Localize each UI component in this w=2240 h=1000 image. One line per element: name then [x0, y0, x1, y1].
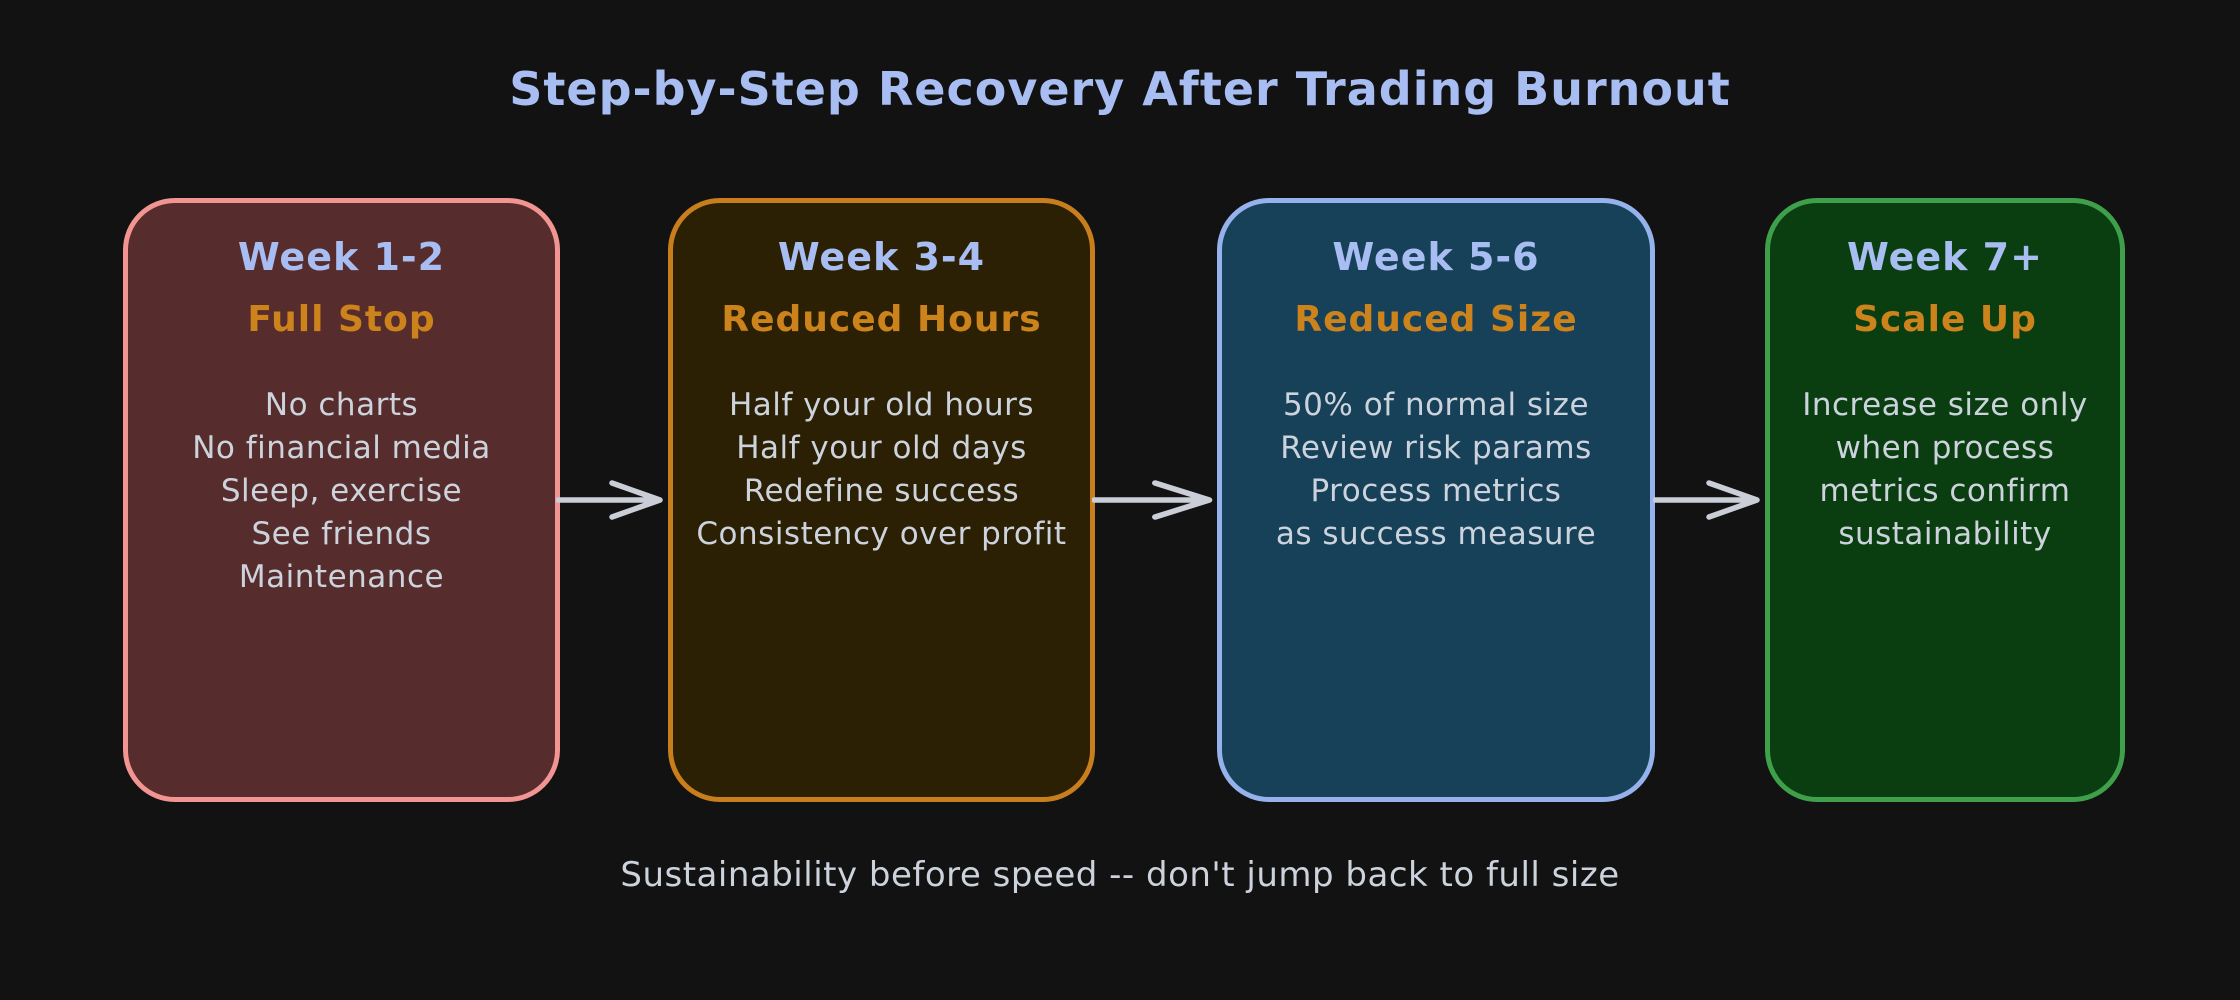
card-body-line: Half your old hours	[728, 387, 1034, 423]
step-card-week-1-2: Week 1-2 Full Stop No charts No financia…	[123, 198, 560, 802]
card-subtitle: Scale Up	[1853, 299, 2037, 340]
card-body-line: 50% of normal size	[1282, 387, 1590, 423]
card-body-line: as success measure	[1275, 516, 1597, 552]
diagram-title: Step-by-Step Recovery After Trading Burn…	[509, 62, 1731, 116]
card-body-line: metrics confirm	[1819, 473, 2071, 509]
card-body-line: Process metrics	[1310, 473, 1562, 509]
card-subtitle: Full Stop	[247, 299, 436, 340]
card-subtitle: Reduced Hours	[721, 299, 1042, 340]
card-body-line: No charts	[264, 387, 419, 423]
right-arrow-icon	[556, 480, 663, 520]
diagram-caption: Sustainability before speed -- don't jum…	[620, 855, 1620, 895]
card-body-line: sustainability	[1838, 516, 2052, 552]
card-body-line: Consistency over profit	[696, 516, 1067, 552]
step-card-week-7-plus: Week 7+ Scale Up Increase size only when…	[1765, 198, 2125, 802]
card-body-line: No financial media	[192, 430, 491, 466]
step-card-week-3-4: Week 3-4 Reduced Hours Half your old hou…	[668, 198, 1095, 802]
card-week-label: Week 7+	[1847, 235, 2043, 279]
card-week-label: Week 5-6	[1332, 235, 1540, 279]
card-body: No charts No financial media Sleep, exer…	[128, 384, 555, 599]
card-body-line: when process	[1835, 430, 2055, 466]
right-arrow-icon	[1653, 480, 1760, 520]
card-body-line: Increase size only	[1802, 387, 2088, 423]
card-body-line: Maintenance	[238, 559, 445, 595]
right-arrow-icon	[1092, 480, 1213, 520]
card-subtitle: Reduced Size	[1294, 299, 1578, 340]
card-body-line: Review risk params	[1280, 430, 1592, 466]
card-body-line: Redefine success	[743, 473, 1020, 509]
card-body-line: Sleep, exercise	[220, 473, 463, 509]
card-body-line: See friends	[251, 516, 432, 552]
card-week-label: Week 3-4	[777, 235, 986, 279]
card-body: Increase size only when process metrics …	[1770, 384, 2120, 556]
card-body-line: Half your old days	[736, 430, 1027, 466]
card-week-label: Week 1-2	[237, 235, 446, 279]
step-card-week-5-6: Week 5-6 Reduced Size 50% of normal size…	[1217, 198, 1655, 802]
card-body: Half your old hours Half your old days R…	[673, 384, 1090, 556]
card-body: 50% of normal size Review risk params Pr…	[1222, 384, 1650, 556]
